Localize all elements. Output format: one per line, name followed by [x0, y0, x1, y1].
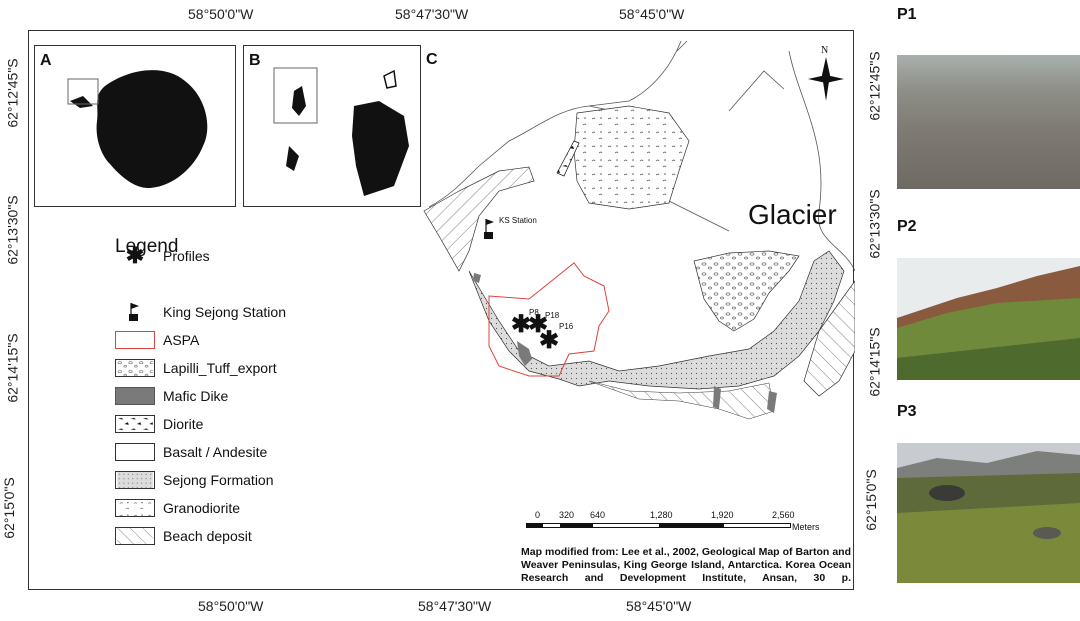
legend-item-profiles: ✱ Profiles	[115, 244, 210, 268]
profile-label-p8: P8	[529, 308, 539, 317]
legend-item-beach: Beach deposit	[115, 524, 252, 548]
basalt-swatch	[115, 443, 155, 461]
photo-label-p1: P1	[897, 6, 917, 23]
profile-label-p18: P18	[545, 311, 560, 320]
legend-item-mafic: Mafic Dike	[115, 384, 228, 408]
mafic-swatch	[115, 387, 155, 405]
legend-label: Lapilli_Tuff_export	[163, 360, 277, 376]
photo-label-p2: P2	[897, 218, 917, 235]
legend-item-sejong: Sejong Formation	[115, 468, 274, 492]
scale-unit: Meters	[792, 522, 820, 532]
flag-icon	[129, 303, 139, 321]
antarctica-map	[67, 70, 208, 189]
right-coord-1: 62°12'45"S	[866, 51, 883, 121]
station-label: KS Station	[499, 216, 537, 225]
right-coord-2: 62°13'30"S	[866, 189, 883, 259]
inset-shetland: B	[243, 45, 421, 207]
scale-tick-0: 0	[535, 510, 541, 520]
left-coord-1: 62°12'45"S	[4, 58, 21, 128]
scale-tick-640: 640	[590, 510, 606, 520]
granodiorite-swatch	[115, 499, 155, 517]
main-map-frame: A B C N KS Station ✱ ✱ ✱ P8 P18 P16	[28, 30, 855, 590]
bottom-coord-2: 58°47'30"W	[418, 598, 492, 614]
legend-label: Profiles	[163, 248, 210, 264]
station-flag-icon	[484, 219, 494, 239]
legend-label: Basalt / Andesite	[163, 444, 268, 460]
legend-item-station: King Sejong Station	[115, 300, 286, 324]
legend: Legend ✱ Profiles King Sejong Station AS…	[115, 236, 415, 545]
legend-label: Granodiorite	[163, 500, 241, 516]
north-label: N	[821, 45, 829, 56]
shetland-map	[273, 67, 409, 196]
photo-label-p3: P3	[897, 403, 917, 420]
beach-swatch	[115, 527, 155, 545]
mafic-dike-3	[767, 391, 777, 413]
mafic-dike-4	[473, 273, 481, 283]
top-coord-2: 58°47'30"W	[395, 6, 469, 22]
asterisk-icon: ✱	[125, 243, 145, 268]
legend-label: King Sejong Station	[163, 304, 286, 320]
left-coord-3: 62°14'15"S	[4, 333, 21, 403]
left-coord-4: 62°15'0"S	[0, 477, 17, 539]
mafic-dike-1	[517, 341, 532, 366]
top-coord-3: 58°45'0"W	[619, 6, 685, 22]
lapilli-tuff-right	[693, 250, 800, 332]
scale-tick-1920: 1,920	[711, 510, 734, 520]
legend-label: Beach deposit	[163, 528, 252, 544]
photo-p3	[897, 443, 1080, 583]
legend-title: Legend	[115, 236, 179, 257]
granodiorite-body	[573, 105, 690, 210]
scale-bar-segments	[526, 523, 791, 528]
panel-a-letter: A	[40, 52, 52, 69]
diorite-swatch	[115, 415, 155, 433]
sejong-swatch	[115, 471, 155, 489]
legend-item-aspa: ASPA	[115, 328, 199, 352]
glacier-outline	[428, 40, 855, 272]
beach-deposit-left	[423, 166, 535, 272]
north-arrow-icon	[808, 57, 844, 101]
top-coord-1: 58°50'0"W	[188, 6, 254, 22]
scale-tick-1280: 1,280	[650, 510, 673, 520]
profile-marker-p8: ✱	[511, 311, 532, 338]
photo-p2-scene	[897, 266, 1080, 380]
legend-label: Mafic Dike	[163, 388, 229, 404]
scale-bar: 0 320 640 1,280 1,920 2,560 Meters	[521, 510, 841, 540]
legend-label: Diorite	[163, 416, 204, 432]
scale-tick-320: 320	[559, 510, 575, 520]
lapilli-swatch	[115, 359, 155, 377]
aspa-swatch	[115, 331, 155, 349]
profile-label-p16: P16	[559, 322, 574, 331]
scale-tick-2560: 2,560	[772, 510, 795, 520]
profile-marker-p16: ✱	[539, 327, 560, 354]
right-coord-3: 62°14'15"S	[866, 327, 883, 397]
legend-item-granodiorite: Granodiorite	[115, 496, 240, 520]
bottom-coord-3: 58°45'0"W	[626, 598, 692, 614]
photo-p1	[897, 55, 1080, 189]
inset-antarctica: A	[34, 45, 236, 207]
left-coord-2: 62°13'30"S	[4, 195, 21, 265]
mafic-dike-2	[713, 386, 721, 409]
photo-p2	[897, 258, 1080, 380]
panel-c-letter: C	[426, 51, 438, 68]
legend-item-lapilli: Lapilli_Tuff_export	[115, 356, 277, 380]
bottom-coord-1: 58°50'0"W	[198, 598, 264, 614]
glacier-label: Glacier	[748, 199, 837, 230]
sejong-formation	[468, 250, 845, 390]
photo-p3-scene	[897, 451, 1080, 583]
geology-map	[423, 40, 855, 420]
panel-b-letter: B	[249, 52, 261, 69]
right-coord-4: 62°15'0"S	[862, 469, 879, 531]
aspa-boundary	[488, 262, 610, 377]
legend-label: ASPA	[163, 332, 200, 348]
profile-marker-p18: ✱	[528, 311, 549, 338]
beach-deposit-right	[803, 280, 855, 397]
legend-label: Sejong Formation	[163, 472, 274, 488]
map-credit: Map modified from: Lee et al., 2002, Geo…	[521, 546, 851, 584]
legend-item-diorite: Diorite	[115, 412, 203, 436]
legend-item-basalt: Basalt / Andesite	[115, 440, 267, 464]
diorite-body	[556, 140, 580, 177]
